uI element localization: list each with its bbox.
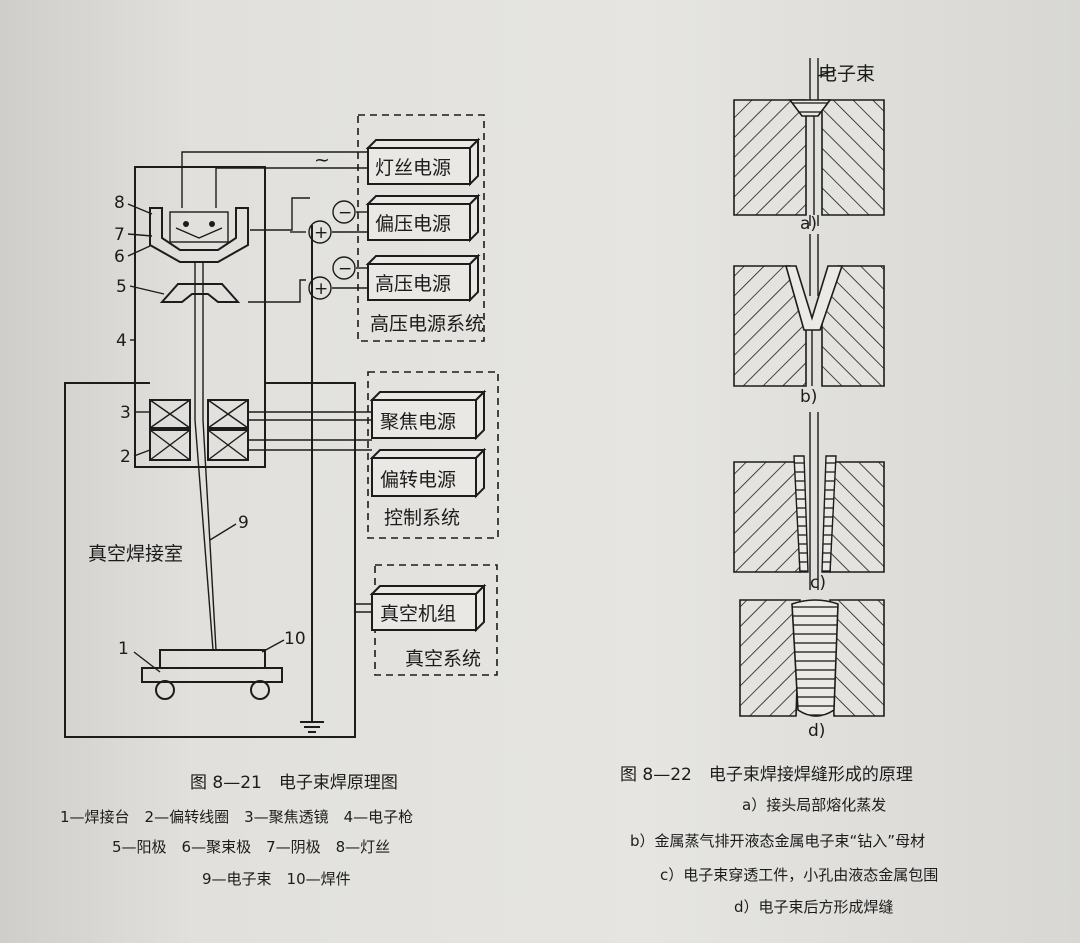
control-system-frame [367,371,499,539]
callout-10: 10 [284,629,306,649]
fig21-legend-line: 5—阳极 6—聚束极 7—阴极 8—灯丝 [112,838,390,856]
vacuum-chamber [64,382,356,738]
liquid-metal-wall [821,455,837,573]
hv-power-label: 高压电源 [375,273,451,295]
filament-terminal [183,221,189,227]
fig22-caption: d）电子束后方形成焊缝 [734,898,894,916]
focus-power-label: 聚焦电源 [380,411,456,433]
fig21-legend-line: 1—焊接台 2—偏转线圈 3—聚焦透镜 4—电子枪 [60,808,413,826]
focusing-lens [149,399,249,429]
callout-8: 8 [114,193,125,213]
filament [175,227,223,239]
fig22-caption: a）接头局部熔化蒸发 [742,796,886,814]
fig21-title: 图 8—21 电子束焊原理图 [190,773,398,793]
minus-sign: − [338,259,352,279]
callout-4: 4 [116,331,127,351]
keyhole [784,265,844,331]
hv-system-label: 高压电源系统 [370,313,484,335]
plus-sign: + [314,223,328,243]
welding-principle-diagram: − + − + ~ 灯丝电源 偏压电源 高压电源 聚焦电源 偏转电源 真空机组 … [60,114,499,888]
callout-1: 1 [118,639,129,659]
plus-sign: + [314,279,328,299]
panel-d-label: d) [808,721,825,741]
panel-c [733,412,885,590]
callout-6: 6 [114,247,125,267]
beam-label-leader [817,69,837,77]
workpiece [159,649,266,669]
filament-power-label: 灯丝电源 [375,157,451,179]
filament-terminal [209,221,215,227]
chamber-label: 真空焊接室 [88,543,183,565]
electron-gun-body [134,166,266,468]
wiring [181,151,372,613]
beam-label: 电子束 [818,63,875,85]
fig22-caption: c）电子束穿透工件，小孔由液态金属包围 [660,866,938,884]
cathode [169,211,229,243]
hv-system-frame [357,114,485,342]
panel-b [733,234,885,387]
callout-3: 3 [120,403,131,423]
callout-9: 9 [238,513,249,533]
callout-5: 5 [116,277,127,297]
panel-d [739,599,885,717]
table-wheel [250,680,270,700]
fig22-caption: b）金属蒸气排开液态金属电子束“钻入”母材 [630,832,925,850]
fig21-legend-line: 9—电子束 10—焊件 [202,870,351,888]
vacuum-pump-label: 真空机组 [380,603,456,625]
electron-beam [194,262,217,651]
power-boxes [365,137,487,633]
control-system-label: 控制系统 [384,507,460,529]
weld-formation-diagram: 电子束 a) b) c) [620,58,938,916]
panel-b-label: b) [800,387,817,407]
vacuum-system-label: 真空系统 [405,648,481,670]
panel-a-label: a) [800,214,817,234]
deflection-power-label: 偏转电源 [380,469,456,491]
melt-spot [788,99,832,117]
welding-table [141,667,283,683]
ac-symbol: ~ [314,149,330,171]
callout-2: 2 [120,447,131,467]
bias-power-label: 偏压电源 [375,213,451,235]
ground-symbol [300,225,324,733]
table-wheel [155,680,175,700]
weld-seam [791,599,839,717]
minus-sign: − [338,203,352,223]
focusing-electrode [149,207,249,263]
liquid-metal-wall [793,455,809,573]
callout-7: 7 [114,225,125,245]
deflection-coil [149,429,249,461]
electron-beam [809,58,819,102]
anode [159,283,241,303]
panel-c-label: c) [810,573,826,593]
callout-leaders [127,203,285,673]
fig22-title: 图 8—22 电子束焊接焊缝形成的原理 [620,765,913,785]
panel-a [733,99,885,226]
